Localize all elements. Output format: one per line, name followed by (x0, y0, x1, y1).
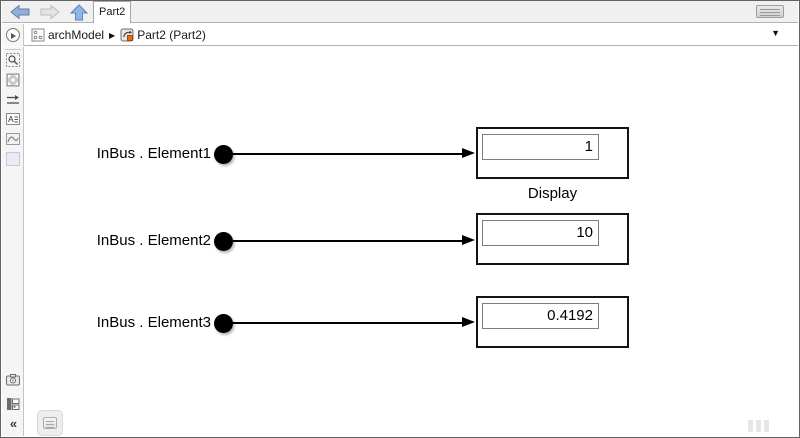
signal-line-3[interactable] (232, 322, 463, 324)
display-block-label[interactable]: Display (527, 185, 578, 202)
display-value-2: 10 (482, 220, 599, 246)
signal-label-element3[interactable]: InBus . Element3 (96, 314, 211, 331)
breadcrumb-root-label: archModel (48, 28, 105, 42)
breadcrumb: archModel ▶ Part2 (Part2) (31, 24, 206, 46)
stack-icon (43, 417, 57, 429)
display-block-3[interactable]: 0.4192 (476, 296, 629, 348)
palette-divider (5, 49, 21, 50)
display-block-2[interactable]: 10 (476, 213, 629, 265)
explorer-bar-toggle-icon[interactable] (6, 28, 20, 42)
tab-strip: Part2 (2, 1, 798, 23)
subsystem-badge-icon (120, 28, 134, 42)
signal-arrowhead-2 (462, 235, 475, 245)
signal-arrowhead-3 (462, 317, 475, 327)
bus-element-port-1[interactable] (214, 144, 233, 164)
forward-icon[interactable] (39, 4, 61, 20)
svg-text:A: A (8, 114, 14, 124)
zoom-region-icon[interactable] (6, 53, 20, 67)
annotation-icon[interactable]: A (6, 112, 20, 126)
fit-to-view-icon[interactable] (6, 73, 20, 87)
collapse-palette-icon[interactable]: « (9, 416, 18, 431)
signal-line-2[interactable] (232, 240, 463, 242)
tool-palette: A (2, 47, 24, 436)
up-to-parent-icon[interactable] (70, 4, 92, 21)
image-annotation-icon[interactable] (6, 132, 20, 146)
breadcrumb-item-part2[interactable]: Part2 (Part2) (120, 28, 206, 42)
bus-element-port-2[interactable] (214, 231, 233, 251)
pan-arrows-icon[interactable] (6, 93, 20, 107)
explorer-ghost-button[interactable] (37, 410, 63, 436)
signal-label-element2[interactable]: InBus . Element2 (96, 232, 211, 249)
tab-part2[interactable]: Part2 (93, 1, 132, 23)
viewmark-camera-icon[interactable] (6, 373, 20, 387)
display-block-1[interactable]: 1 (476, 127, 629, 179)
display-value-3: 0.4192 (482, 303, 599, 329)
model-canvas[interactable]: InBus . Element1 1 Display InBus . Eleme… (24, 47, 798, 436)
resize-grip[interactable] (748, 420, 772, 432)
breadcrumb-bar: archModel ▶ Part2 (Part2) ▼ (2, 24, 798, 46)
display-value-1: 1 (482, 134, 599, 160)
back-icon[interactable] (9, 4, 31, 20)
model-icon (31, 28, 45, 42)
palette-top-cell (2, 24, 24, 46)
signal-arrowhead-1 (462, 148, 475, 158)
model-browser-icon[interactable] (6, 397, 20, 411)
signal-label-element1[interactable]: InBus . Element1 (96, 145, 211, 162)
keyboard-icon[interactable] (756, 5, 784, 18)
breadcrumb-current-label: Part2 (Part2) (137, 28, 206, 42)
bus-element-port-3[interactable] (214, 313, 233, 333)
area-select-icon[interactable] (6, 152, 20, 166)
breadcrumb-dropdown-icon[interactable]: ▼ (771, 28, 780, 38)
breadcrumb-item-archmodel[interactable]: archModel (31, 28, 104, 42)
breadcrumb-separator-icon: ▶ (109, 30, 116, 40)
signal-line-1[interactable] (232, 153, 463, 155)
